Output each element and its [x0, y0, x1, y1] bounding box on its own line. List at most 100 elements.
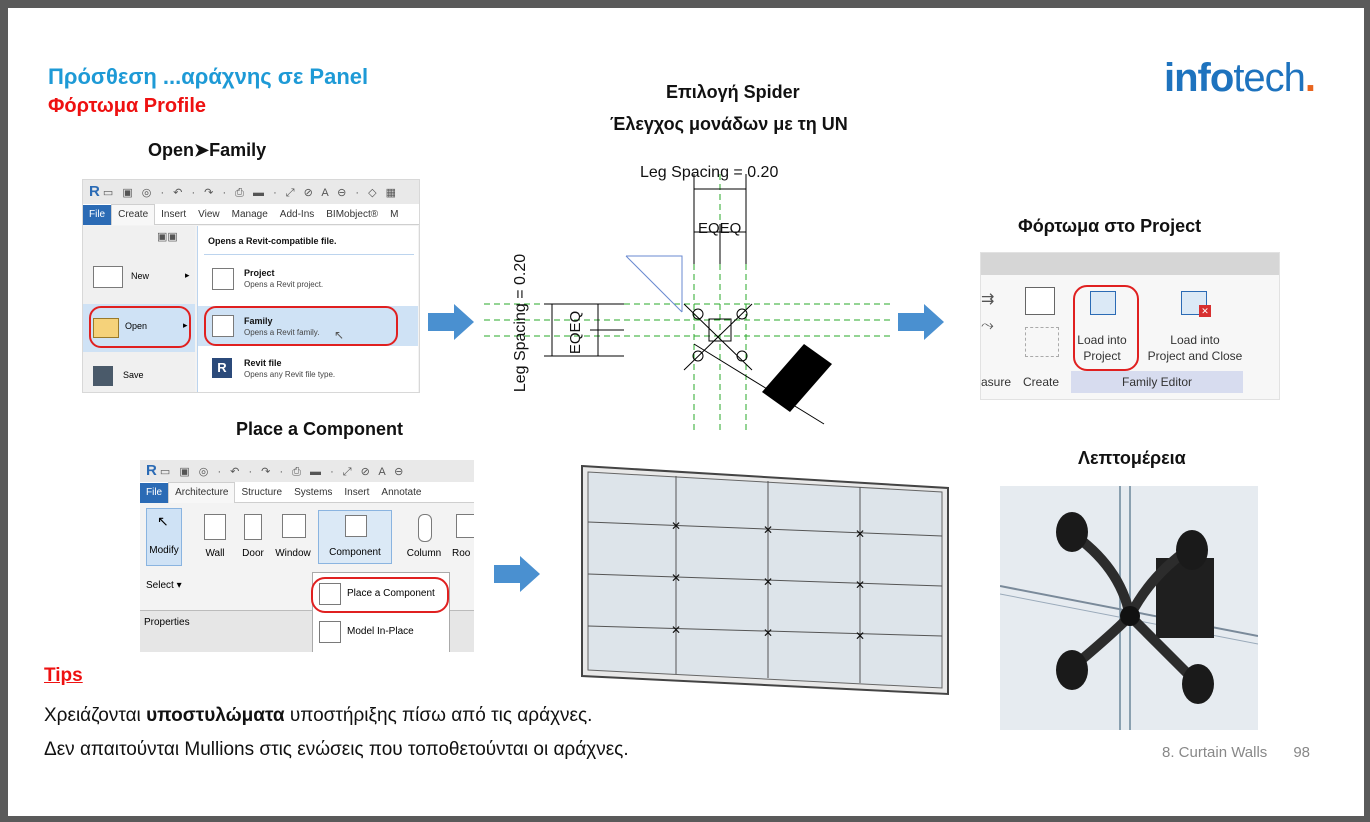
- arrow-right-icon: [428, 304, 474, 340]
- tab-more[interactable]: M: [390, 209, 399, 220]
- create-panel-label: Create: [1023, 375, 1060, 389]
- column-button[interactable]: Column: [402, 512, 446, 568]
- wall-button[interactable]: Wall: [200, 512, 230, 568]
- svg-text:✕: ✕: [671, 623, 681, 637]
- menu-save[interactable]: Save: [93, 364, 193, 388]
- place-component-label: Place a Component: [347, 588, 435, 599]
- tab-architecture[interactable]: Architecture: [168, 482, 236, 503]
- modify-label: Modify: [149, 545, 179, 556]
- svg-text:✕: ✕: [855, 629, 865, 643]
- menu-item-family-desc: Opens a Revit family.: [244, 328, 320, 337]
- arrow-right-icon: [898, 304, 944, 340]
- modify-button[interactable]: ↖ Modify: [146, 508, 182, 566]
- tab-annotate[interactable]: Annotate: [381, 487, 422, 498]
- door-icon: [244, 514, 262, 540]
- slide: Πρόσθεση ...αράχνης σε Panel Φόρτωμα Pro…: [8, 8, 1364, 816]
- column-icon: [418, 514, 432, 542]
- project-icon: [212, 268, 234, 290]
- wall-icon: [204, 514, 226, 540]
- quick-access-toolbar: R ▭ ▣ ◎ · ↶ · ↷ · ⎙ ▬ · ⤢ ⊘ A ⊖ · ◇ ▦: [83, 180, 419, 204]
- tab-manage[interactable]: Manage: [231, 209, 268, 220]
- tab-insert[interactable]: Insert: [161, 209, 187, 220]
- menu-item-family-title: Family: [244, 316, 273, 326]
- load-into-project-label-1: Load into: [1077, 333, 1127, 347]
- menu-save-label: Save: [123, 370, 144, 380]
- menu-item-revit-file-title: Revit file: [244, 358, 282, 368]
- tip-line-1-post: υποστήριξης πίσω από τις αράχνες.: [284, 705, 593, 726]
- load-close-label-2: Project and Close: [1147, 349, 1243, 363]
- tab-create[interactable]: Create: [111, 204, 156, 225]
- ribbon-panel-labels: asure Create Family Editor: [981, 371, 1279, 393]
- load-close-icon: [1181, 291, 1207, 315]
- slide-title: Πρόσθεση ...αράχνης σε Panel: [48, 64, 369, 89]
- cursor-icon: ↖: [157, 513, 169, 529]
- menu-item-revit-file[interactable]: R Revit file Opens any Revit file type.: [198, 354, 418, 388]
- roof-label: Roo: [452, 548, 471, 559]
- open-family-caption: Open➤Family: [148, 140, 267, 160]
- tip-line-2: Δεν απαιτούνται Mullions στις ενώσεις πο…: [44, 739, 629, 760]
- measure-tools[interactable]: ⇉⤳: [981, 291, 995, 334]
- tip-line-1-bold: υποστυλώματα: [146, 705, 285, 726]
- spider-drawing-lines: [484, 174, 894, 434]
- menu-open-label: Open: [125, 321, 148, 331]
- toolbar-icons: ▭ ▣ ◎ · ↶ · ↷ · ⎙ ▬ · ⤢ ⊘ A ⊖: [159, 466, 407, 478]
- svg-text:✕: ✕: [763, 523, 773, 537]
- close-icon: ✕: [1199, 305, 1211, 317]
- tip-line-1-pre: Χρειάζονται: [44, 705, 147, 726]
- logo-dot: .: [1304, 56, 1316, 100]
- component-label: Component: [329, 547, 381, 558]
- menu-new-label: New: [131, 271, 150, 281]
- window-label: Window: [275, 548, 311, 559]
- svg-text:✕: ✕: [671, 519, 681, 533]
- tab-insert[interactable]: Insert: [344, 487, 370, 498]
- load-into-project-label-2: Project: [1083, 349, 1121, 363]
- component-icon: [345, 515, 367, 537]
- load-into-project-button[interactable]: Load into Project: [1075, 287, 1129, 367]
- tab-file[interactable]: File: [83, 205, 112, 225]
- family-icon: [212, 315, 234, 337]
- tab-view[interactable]: View: [198, 209, 220, 220]
- tip-line-1: Χρειάζονται υποστυλώματα υποστήριξης πίσ…: [44, 705, 592, 727]
- create-shapes-icon: [1025, 327, 1059, 357]
- tab-structure[interactable]: Structure: [241, 487, 283, 498]
- menu-item-family[interactable]: Family Opens a Revit family. ↖: [198, 306, 418, 346]
- tips-heading: Tips: [44, 665, 83, 686]
- revit-logo: R: [89, 183, 100, 200]
- tab-file[interactable]: File: [140, 483, 169, 503]
- svg-text:✕: ✕: [671, 571, 681, 585]
- menu-open[interactable]: Open ▸: [83, 304, 195, 352]
- load-into-project-close-button[interactable]: ✕ Load into Project and Close: [1137, 287, 1253, 367]
- open-highlight-ring: [89, 306, 191, 348]
- create-tools[interactable]: [1021, 285, 1069, 365]
- tab-systems[interactable]: Systems: [294, 487, 333, 498]
- door-button[interactable]: Door: [238, 512, 268, 568]
- menu-item-project-title: Project: [244, 268, 275, 278]
- infotech-logo: infotech.: [1164, 56, 1316, 101]
- toolbar-icons: ▭ ▣ ◎ · ↶ · ↷ · ⎙ ▬ · ⤢ ⊘ A ⊖ · ◇ ▦: [102, 187, 400, 199]
- page-number: 98: [1293, 744, 1310, 761]
- properties-label: Properties: [144, 617, 190, 628]
- small-icons: ▣▣: [157, 231, 178, 243]
- tab-bimobject[interactable]: BIMobject®: [326, 209, 379, 220]
- svg-text:✕: ✕: [855, 578, 865, 592]
- logo-part-tech: tech: [1233, 56, 1306, 100]
- component-dropdown: Place a Component Model In-Place: [311, 572, 450, 652]
- family-highlight-ring: [204, 306, 398, 346]
- menu-divider: [204, 254, 414, 255]
- spider-subtitle: Έλεγχος μονάδων με τη UN: [610, 114, 848, 134]
- tab-add-ins[interactable]: Add-Ins: [279, 209, 315, 220]
- place-component-highlight: [311, 577, 449, 613]
- menu-new[interactable]: New ▸: [93, 266, 193, 292]
- menu-item-project[interactable]: Project Opens a Revit project.: [198, 262, 418, 296]
- family-editor-panel-label: Family Editor: [1071, 371, 1243, 393]
- create-form-icon: [1025, 287, 1055, 315]
- window-button[interactable]: Window: [272, 512, 314, 568]
- select-dropdown[interactable]: Select ▾: [146, 580, 182, 591]
- svg-text:✕: ✕: [763, 575, 773, 589]
- model-in-place-item[interactable]: Model In-Place: [317, 617, 445, 647]
- roof-button[interactable]: Roo: [452, 512, 474, 568]
- load-into-project-screenshot: ⇉⤳ Load into Project ✕ Load into Project…: [980, 252, 1280, 400]
- component-button[interactable]: Component: [318, 510, 392, 564]
